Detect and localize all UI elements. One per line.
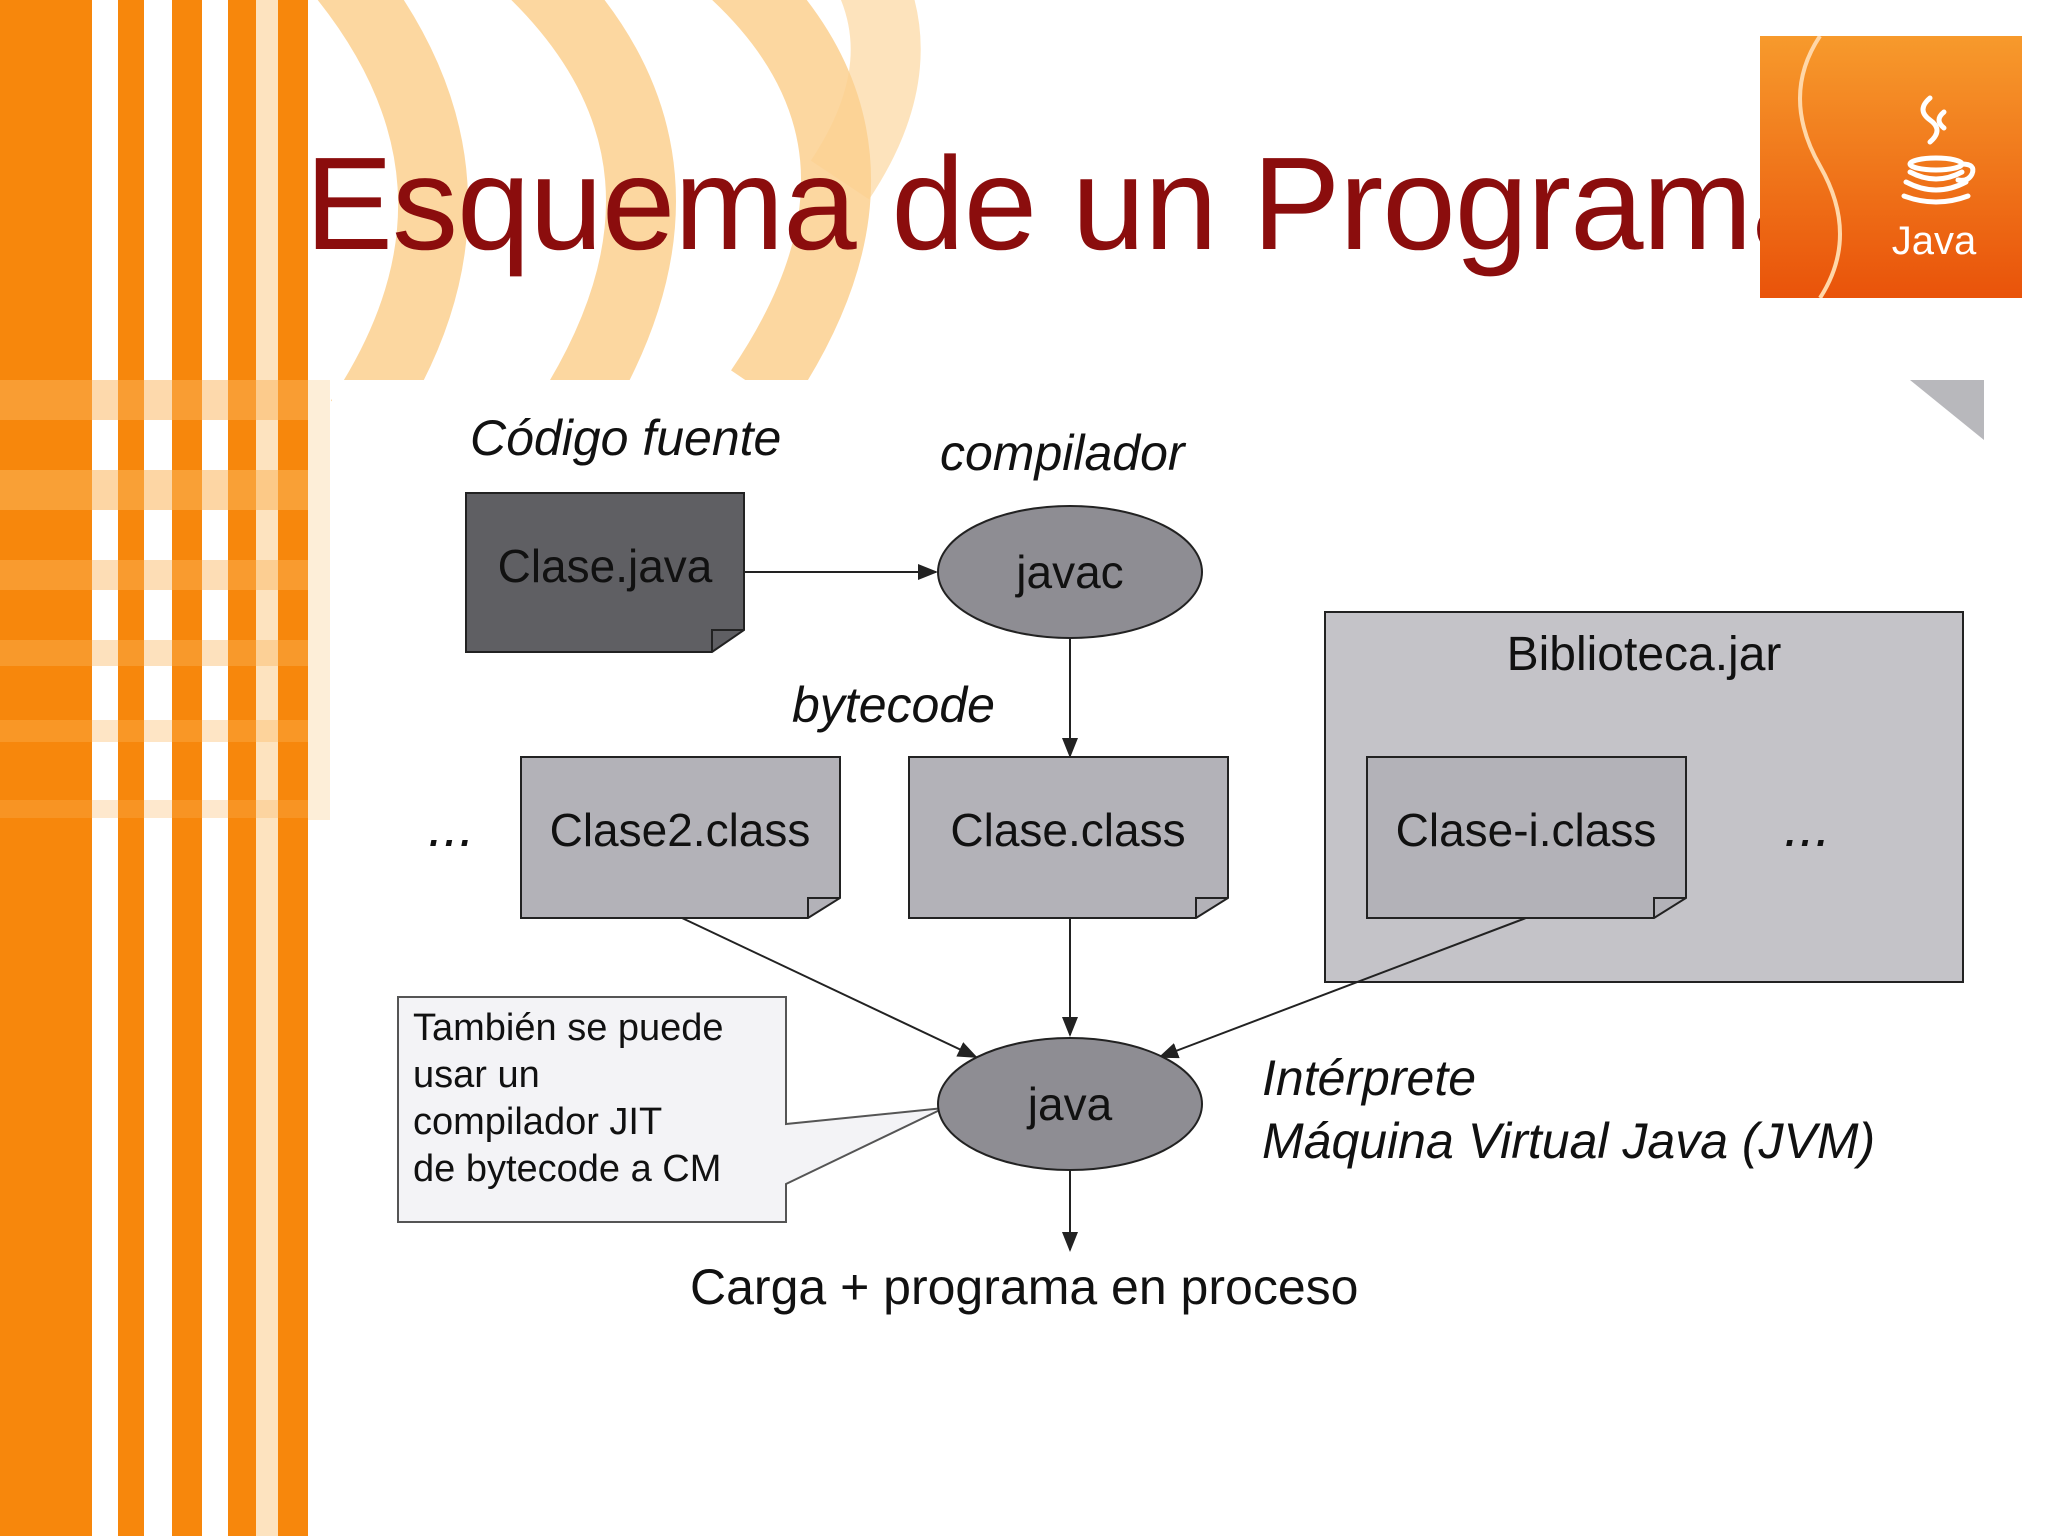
- jvm-label: Máquina Virtual Java (JVM): [1262, 1113, 1875, 1169]
- class-i-file-box[interactable]: Clase-i.class: [1366, 756, 1687, 919]
- compiler-label: compilador: [940, 425, 1187, 481]
- java-coffee-cup-icon: [1901, 95, 1976, 205]
- bytecode-label: bytecode: [792, 677, 995, 733]
- library-label: Biblioteca.jar: [1507, 628, 1782, 681]
- arrow-class2-to-interpreter: [681, 917, 978, 1058]
- ellipsis-right: ...: [1784, 795, 1831, 858]
- class-i-file-label: Clase-i.class: [1396, 804, 1657, 856]
- class2-file-label: Clase2.class: [550, 804, 811, 856]
- corner-triangle: [1910, 380, 1984, 440]
- result-label: Carga + programa en proceso: [690, 1259, 1359, 1315]
- callout-line: También se puede: [413, 1007, 724, 1049]
- source-code-label: Código fuente: [470, 410, 781, 466]
- class-file-box[interactable]: Clase.class: [908, 756, 1229, 919]
- decorative-arcs: [317, 0, 921, 450]
- callout-line: compilador JIT: [413, 1101, 663, 1143]
- compiler-node[interactable]: javac: [937, 505, 1203, 639]
- logo-text: Java: [1892, 219, 1977, 263]
- class2-file-box[interactable]: Clase2.class: [520, 756, 841, 919]
- source-file-label: Clase.java: [498, 540, 713, 592]
- jit-callout: [397, 996, 945, 1223]
- arrow-class-i-to-interpreter: [1158, 917, 1527, 1059]
- decorative-stripes: [0, 0, 308, 1536]
- interpreter-node-label: java: [1026, 1078, 1113, 1130]
- compiler-node-label: javac: [1014, 546, 1123, 598]
- class-file-label: Clase.class: [950, 804, 1185, 856]
- page-title: Esquema de un Programa: [305, 130, 1825, 277]
- source-file-box[interactable]: Clase.java: [465, 492, 745, 653]
- ellipsis-left: ...: [428, 795, 475, 858]
- jit-callout-text: También se puede usar un compilador JIT …: [413, 1005, 793, 1193]
- callout-line: usar un: [413, 1054, 540, 1096]
- interpreter-label: Intérprete: [1262, 1050, 1476, 1106]
- callout-line: de bytecode a CM: [413, 1148, 722, 1190]
- interpreter-node[interactable]: java: [937, 1037, 1203, 1171]
- java-logo: Java: [1760, 34, 2022, 300]
